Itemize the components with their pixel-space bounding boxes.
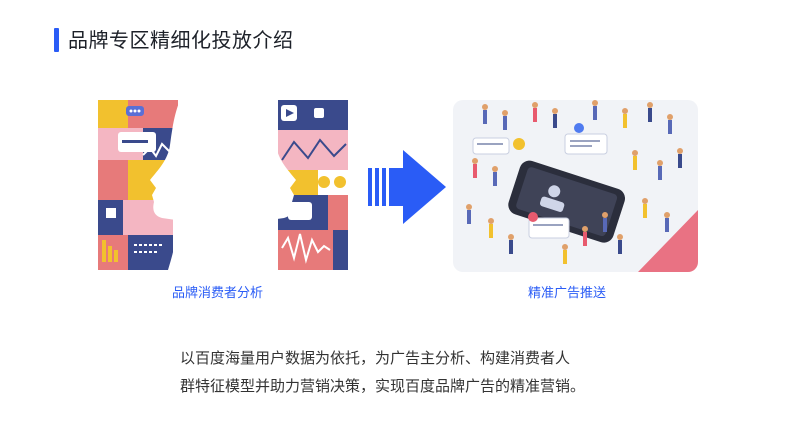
consumer-analysis-caption: 品牌消费者分析 [172, 286, 264, 301]
precise-ad-push-caption: 精准广告推送 [528, 286, 607, 301]
precise-ad-push-illustration [453, 100, 698, 272]
consumer-analysis-illustration [98, 100, 348, 270]
description-line-2: 群特征模型并助力营销决策，实现百度品牌广告的精准营销。 [180, 377, 586, 395]
title-accent-bar [54, 28, 59, 52]
arrow-right-icon [368, 150, 446, 224]
description-line-1: 以百度海量用户数据为依托，为广告主分析、构建消费者人 [180, 349, 571, 367]
description: 以百度海量用户数据为依托，为广告主分析、构建消费者人 群特征模型并助力营销决策，… [180, 344, 640, 400]
page-title: 品牌专区精细化投放介绍 [68, 28, 294, 52]
